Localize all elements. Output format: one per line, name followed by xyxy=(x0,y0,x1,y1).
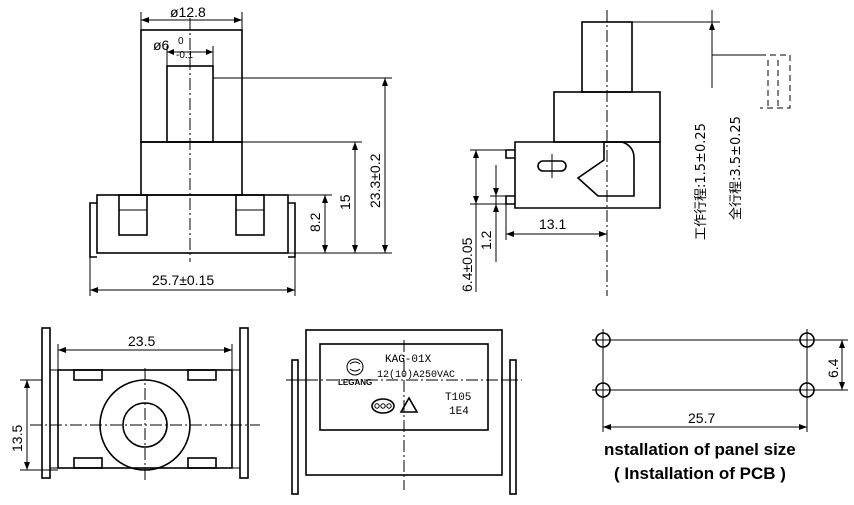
side-view: 工作行程:1.5±0.25 全行程:3.5±0.25 6.4±0.05 1.2 … xyxy=(459,10,791,296)
dim-pcb-height: 6.4 xyxy=(825,358,841,378)
top-slot-2 xyxy=(187,369,217,381)
dim-23-5: 23.5 xyxy=(128,333,155,349)
side-pin-top xyxy=(505,149,515,159)
label-temp: T105 xyxy=(445,392,471,404)
dim-pcb-width: 25.7 xyxy=(688,410,715,426)
switch-base xyxy=(96,194,289,254)
caption-panel-size: nstallation of panel size xyxy=(604,440,796,459)
front-view: ø12.8 ø6 0 -0.1 23.3±0.2 15 8.2 25.7±0.1… xyxy=(89,4,392,296)
top-slot-1 xyxy=(73,369,103,381)
top-view: 23.5 13.5 xyxy=(9,327,260,482)
bottom-terminal-left xyxy=(291,359,299,495)
left-terminal xyxy=(89,202,97,258)
label-rating: 12(10)A250VAC xyxy=(377,369,455,381)
pcb-rect xyxy=(602,339,808,391)
base-slot-left xyxy=(118,194,148,236)
label-model: KAG-01X xyxy=(385,354,432,366)
label-code: 1E4 xyxy=(449,406,469,418)
dim-6-4-tol: 6.4±0.05 xyxy=(459,237,475,292)
dim-height-8-2: 8.2 xyxy=(307,212,323,232)
cqc-mark xyxy=(371,398,395,414)
side-pin-bottom xyxy=(505,195,515,205)
dim-1-2: 1.2 xyxy=(478,230,494,250)
bottom-terminal-right xyxy=(509,359,517,495)
bottom-view: KAG-01X 12(10)A250VAC LEGANG T105 1E4 xyxy=(286,329,522,495)
caption-pcb: ( Installation of PCB ) xyxy=(614,464,786,483)
delta-mark xyxy=(399,396,419,413)
right-terminal xyxy=(288,202,296,258)
dim-dia-inner: ø6 xyxy=(153,37,170,53)
dim-13-5: 13.5 xyxy=(9,425,25,452)
dim-height-total: 23.3±0.2 xyxy=(367,153,383,208)
tol-upper: 0 xyxy=(178,36,184,47)
tol-lower: -0.1 xyxy=(176,50,194,61)
side-contact xyxy=(576,141,635,197)
dim-dia-outer: ø12.8 xyxy=(170,4,206,20)
top-slot-3 xyxy=(73,457,103,469)
working-stroke-note: 工作行程:1.5±0.25 xyxy=(694,123,709,240)
label-brand: LEGANG xyxy=(338,378,372,387)
dim-width-base: 25.7±0.15 xyxy=(152,272,214,288)
top-slot-4 xyxy=(187,457,217,469)
top-terminal-right xyxy=(239,327,249,479)
side-lower-body xyxy=(514,141,661,209)
base-slot-right xyxy=(235,194,265,236)
top-terminal-left xyxy=(41,327,51,479)
full-stroke-note: 全行程:3.5±0.25 xyxy=(728,116,744,220)
dim-height-15: 15 xyxy=(337,194,353,210)
button-body xyxy=(140,141,243,196)
brand-logo xyxy=(346,358,364,376)
pcb-view: 6.4 25.7 nstallation of panel size ( Ins… xyxy=(592,329,848,483)
dim-13-1: 13.1 xyxy=(539,216,566,232)
stroke-ghost xyxy=(760,54,791,109)
